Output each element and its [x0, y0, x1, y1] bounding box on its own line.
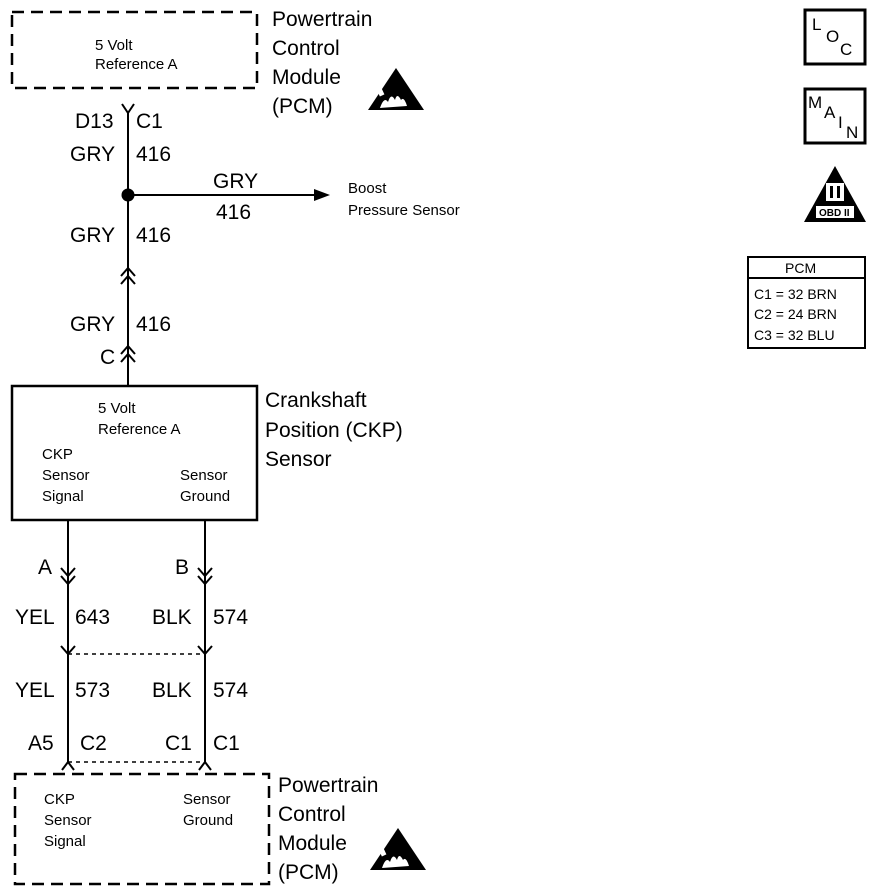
- pcm-bottom-title-2: Control: [278, 803, 346, 826]
- esd-warning-icon-bottom: [370, 828, 426, 870]
- pcm-bottom-box: [13, 772, 271, 886]
- main-icon[interactable]: [803, 87, 867, 145]
- pcm-table-row-3: C3 = 32 BLU: [754, 327, 835, 343]
- ckp-inner-signal-1: CKP: [42, 446, 73, 463]
- branch-arrow-icon: [314, 189, 330, 201]
- connector-a-icon: [60, 567, 76, 586]
- wire-top-a-color: GRY: [70, 143, 115, 166]
- pcm-bottom-terminal-b: [198, 760, 212, 771]
- wire-b1-color: BLK: [152, 606, 192, 629]
- pcm-top-inner-line-1: 5 Volt: [95, 37, 133, 54]
- loc-icon-letter-2: O: [826, 27, 839, 46]
- wire-b2-circuit: 574: [213, 679, 248, 702]
- loc-icon-letter-1: L: [812, 15, 821, 34]
- main-icon-letter-4: N: [846, 123, 858, 142]
- pcm-bottom-right-conn: C1: [213, 732, 240, 755]
- pcm-bottom-signal-1: CKP: [44, 791, 75, 808]
- pcm-bottom-signal-3: Signal: [44, 833, 86, 850]
- pcm-bottom-right-pin: C1: [165, 732, 192, 755]
- ckp-connector-label: C: [100, 346, 115, 369]
- wire-top-b-circuit: 416: [136, 224, 171, 247]
- loc-icon[interactable]: [803, 8, 867, 66]
- pcm-table-title: PCM: [785, 260, 816, 276]
- pcm-bottom-title-1: Powertrain: [278, 774, 378, 797]
- ckp-connector-c-icon: [120, 344, 136, 363]
- main-icon-letter-1: M: [808, 93, 822, 112]
- pin-a-label: A: [38, 556, 52, 579]
- wire-top-c-circuit: 416: [136, 313, 171, 336]
- branch-color: GRY: [213, 170, 258, 193]
- wire-b1-circuit: 574: [213, 606, 248, 629]
- wire-top-a-circuit: 416: [136, 143, 171, 166]
- main-icon-letter-3: I: [838, 113, 843, 132]
- pcm-table-row-1: C1 = 32 BRN: [754, 286, 837, 302]
- branch-circuit: 416: [216, 201, 251, 224]
- ckp-inner-signal-2: Sensor: [42, 467, 90, 484]
- pcm-top-title-3: Module: [272, 66, 341, 89]
- connector-b-icon: [197, 567, 213, 586]
- obd-ii-icon-bars: [826, 183, 844, 201]
- pcm-top-connector: C1: [136, 110, 163, 133]
- pcm-bottom-left-conn: C2: [80, 732, 107, 755]
- connector-dashed-outline: [68, 653, 205, 763]
- ckp-inner-ref-1: 5 Volt: [98, 400, 136, 417]
- pcm-bottom-ground-1: Sensor: [183, 791, 231, 808]
- wire-a1-circuit: 643: [75, 606, 110, 629]
- branch-dest-2: Pressure Sensor: [348, 202, 460, 219]
- pcm-top-inner-line-2: Reference A: [95, 56, 178, 73]
- ckp-sensor-box: [10, 384, 259, 522]
- ckp-inner-ref-2: Reference A: [98, 421, 181, 438]
- pcm-table-row-2: C2 = 24 BRN: [754, 306, 837, 322]
- wire-a2-color: YEL: [15, 679, 55, 702]
- ckp-title-2: Position (CKP): [265, 419, 403, 442]
- esd-warning-icon: [368, 68, 424, 110]
- pcm-bottom-signal-2: Sensor: [44, 812, 92, 829]
- pcm-top-pin: D13: [75, 110, 114, 133]
- pcm-table: [747, 256, 866, 349]
- pcm-bottom-ground-2: Ground: [183, 812, 233, 829]
- wire-a1-color: YEL: [15, 606, 55, 629]
- pcm-top-terminal: [121, 103, 135, 115]
- pcm-top-title-1: Powertrain: [272, 8, 372, 31]
- pcm-bottom-title-4: (PCM): [278, 861, 339, 884]
- wire-top-b-color: GRY: [70, 224, 115, 247]
- ckp-inner-signal-3: Signal: [42, 488, 84, 505]
- pcm-bottom-terminal-a: [61, 760, 75, 771]
- wire-a2-circuit: 573: [75, 679, 110, 702]
- pin-b-label: B: [175, 556, 189, 579]
- main-icon-letter-2: A: [824, 103, 836, 122]
- pcm-top-title-4: (PCM): [272, 95, 333, 118]
- ckp-inner-ground-1: Sensor: [180, 467, 228, 484]
- branch-dest-1: Boost: [348, 180, 387, 197]
- ckp-title-3: Sensor: [265, 448, 332, 471]
- ckp-inner-ground-2: Ground: [180, 488, 230, 505]
- pcm-top-box: [10, 10, 259, 90]
- loc-icon-letter-3: C: [840, 40, 852, 59]
- ckp-title-1: Crankshaft: [265, 389, 367, 412]
- pcm-top-title-2: Control: [272, 37, 340, 60]
- wire-b2-color: BLK: [152, 679, 192, 702]
- inline-connector-icon: [120, 266, 136, 285]
- wire-top-c-color: GRY: [70, 313, 115, 336]
- pcm-bottom-left-pin: A5: [28, 732, 54, 755]
- pcm-bottom-title-3: Module: [278, 832, 347, 855]
- obd-ii-label: OBD II: [819, 208, 850, 219]
